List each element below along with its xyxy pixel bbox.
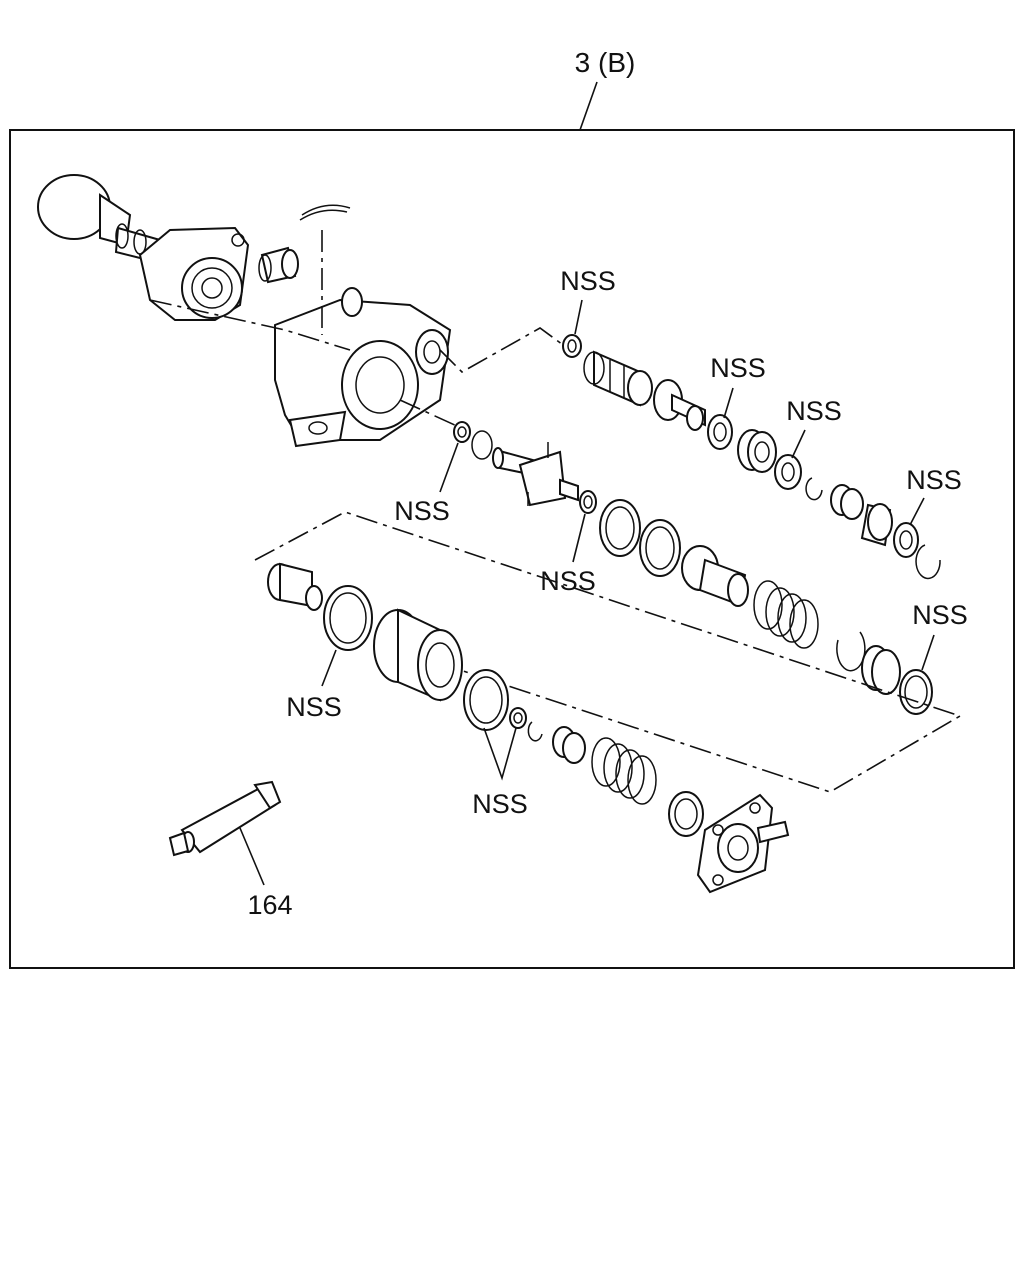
callout-leader-nss-1 bbox=[574, 299, 583, 335]
callout-nss-1[interactable]: NSS bbox=[560, 266, 616, 296]
callout-leader-grease bbox=[239, 827, 265, 886]
callout-leader-nss-9 bbox=[483, 727, 517, 781]
alignment-line-lower-bore bbox=[399, 399, 471, 433]
o-ring-upper-2[interactable] bbox=[707, 414, 733, 450]
washer-middle[interactable] bbox=[471, 430, 493, 460]
o-ring-upper-4[interactable] bbox=[893, 522, 919, 558]
assembly-label[interactable]: 3 (B) bbox=[575, 47, 636, 78]
end-cover[interactable] bbox=[696, 793, 790, 894]
callout-nss-2[interactable]: NSS bbox=[710, 353, 766, 383]
plug-middle[interactable] bbox=[861, 645, 901, 695]
callout-leader-nss-7 bbox=[921, 634, 935, 671]
callout-nss-9[interactable]: NSS bbox=[472, 789, 528, 819]
callout-leader-nss-2 bbox=[723, 387, 734, 419]
callout-leader-nss-3 bbox=[791, 429, 806, 459]
piston-middle[interactable] bbox=[681, 545, 749, 607]
shaft-lower[interactable] bbox=[267, 562, 323, 611]
bushing[interactable] bbox=[258, 246, 299, 284]
o-ring-middle-1[interactable] bbox=[453, 421, 471, 443]
o-ring-lower-2[interactable] bbox=[463, 669, 509, 731]
alignment-line-spool bbox=[439, 327, 571, 373]
o-ring-lower-3[interactable] bbox=[509, 707, 527, 729]
callout-nss-5[interactable]: NSS bbox=[394, 496, 450, 526]
snap-ring-middle[interactable] bbox=[836, 631, 866, 672]
diagram-frame bbox=[9, 129, 1015, 969]
grease-tube[interactable] bbox=[168, 780, 282, 857]
plug-upper[interactable] bbox=[860, 503, 893, 547]
snap-ring-upper[interactable] bbox=[805, 477, 823, 501]
valve-lever-knob[interactable] bbox=[37, 174, 162, 264]
callout-nss-7[interactable]: NSS bbox=[912, 600, 968, 630]
spring-lower[interactable] bbox=[591, 737, 657, 805]
spool-shaft[interactable] bbox=[653, 379, 706, 431]
callout-nss-3[interactable]: NSS bbox=[786, 396, 842, 426]
o-ring-middle-2[interactable] bbox=[579, 490, 597, 514]
o-ring-middle-3[interactable] bbox=[899, 669, 933, 715]
retaining-clip[interactable] bbox=[299, 204, 351, 221]
o-ring-lower-1[interactable] bbox=[323, 585, 373, 651]
washer-lower[interactable] bbox=[668, 791, 704, 837]
spacer-upper[interactable] bbox=[830, 484, 864, 520]
callout-nss-8[interactable]: NSS bbox=[286, 692, 342, 722]
retaining-ring-upper[interactable] bbox=[915, 544, 941, 580]
callout-leader-nss-4 bbox=[909, 497, 925, 526]
seal-ring-middle-2[interactable] bbox=[639, 519, 681, 577]
callout-leader-nss-6 bbox=[572, 513, 586, 563]
callout-grease[interactable]: 164 bbox=[247, 890, 292, 920]
valve-cover-flange[interactable] bbox=[138, 226, 250, 321]
o-ring-upper-1[interactable] bbox=[562, 334, 582, 358]
callout-nss-4[interactable]: NSS bbox=[906, 465, 962, 495]
seal-ring-middle-1[interactable] bbox=[599, 499, 641, 557]
callout-nss-6[interactable]: NSS bbox=[540, 566, 596, 596]
callout-leader-nss-5 bbox=[439, 442, 459, 493]
assembly-leader bbox=[579, 81, 598, 131]
spool-piston[interactable] bbox=[583, 350, 653, 407]
piston-lower[interactable] bbox=[373, 608, 463, 702]
spacer-lower[interactable] bbox=[552, 726, 586, 764]
spring-middle[interactable] bbox=[753, 580, 819, 649]
alignment-line-upper bbox=[149, 299, 351, 351]
callout-leader-nss-8 bbox=[321, 649, 337, 687]
valve-stem-assembly[interactable] bbox=[492, 442, 579, 507]
valve-body-housing[interactable] bbox=[274, 287, 452, 448]
o-ring-upper-3[interactable] bbox=[774, 454, 802, 490]
alignment-outline-lower bbox=[254, 511, 962, 793]
snap-ring-lower[interactable] bbox=[527, 721, 543, 742]
sleeve-nut[interactable] bbox=[737, 429, 777, 473]
